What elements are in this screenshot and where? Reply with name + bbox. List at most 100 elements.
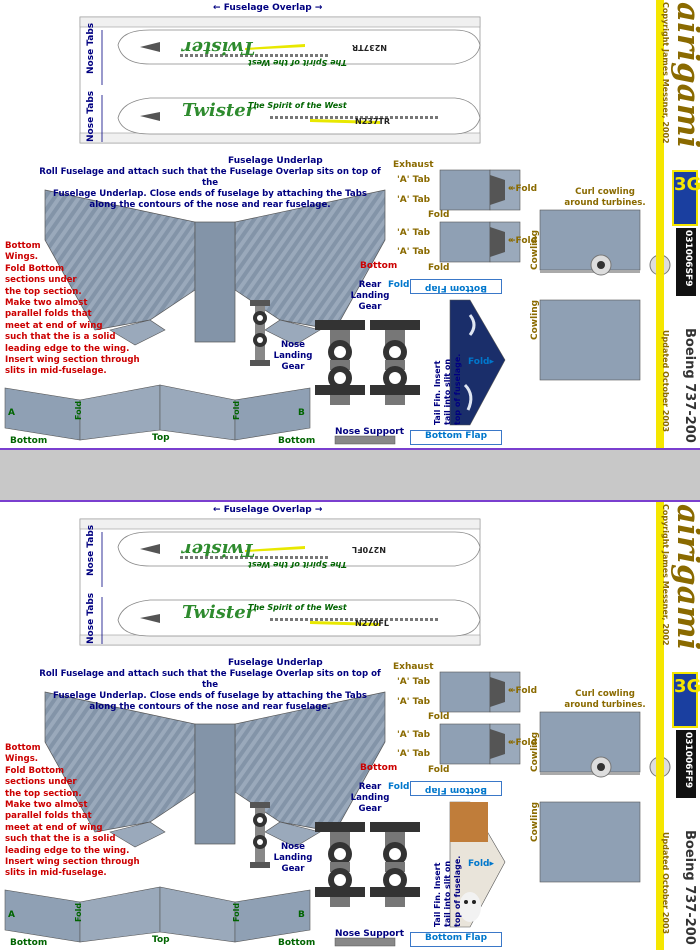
slogan: The Spirit of the West [248, 101, 347, 110]
badge-3g: 3G [672, 170, 700, 226]
a-tab-1: 'A' Tab [397, 677, 431, 687]
label-a: A [8, 408, 15, 418]
fuselage-panel [79, 518, 481, 646]
label-b: B [298, 910, 305, 920]
nose-gear-label: Nose Landing Gear [273, 340, 313, 372]
sidebar-yellow-bar [656, 502, 664, 950]
fold-arrow-2: ↞Fold [508, 236, 538, 246]
updated-text: Updated October 2003 [661, 330, 670, 433]
titles: Twister [182, 100, 256, 121]
rear-gear-label: Rear Landing Gear [350, 782, 390, 814]
code-box [676, 228, 696, 296]
fold-1: Fold [428, 712, 450, 722]
fuselage-overlap-label: ← Fuselage Overlap → [213, 505, 323, 515]
slogan: The Spirit of the West [248, 603, 347, 612]
brand-logo: airigami [670, 504, 700, 651]
fold-flap: Fold [388, 782, 410, 792]
fold-tail: Fold▸ [468, 859, 495, 869]
registration-upside-down: N270FL [352, 545, 386, 554]
bottom-wing-strip [4, 886, 311, 943]
fold-arrow-1: ↞Fold [508, 686, 538, 696]
a-tab-3: 'A' Tab [397, 730, 431, 740]
bottom-flap-bottom: Bottom Flap [410, 932, 502, 947]
fuselage-overlap-label: ← Fuselage Overlap → [213, 3, 323, 13]
window-row-top [180, 556, 330, 559]
bottom-label-left: Bottom [10, 436, 48, 446]
titles-upside-down: Twister [182, 37, 256, 58]
fold-arrow-2: ↞Fold [508, 738, 538, 748]
copyright-text: Copyright James Messner, 2002 [661, 2, 670, 144]
bottom-label-right: Bottom [278, 938, 316, 948]
tail-fin [449, 299, 506, 426]
brand-logo: airigami [670, 2, 700, 149]
fold-arrow-1: ↞Fold [508, 184, 538, 194]
titles: Twister [182, 602, 256, 623]
badge-3g: 3G [672, 672, 700, 728]
fuselage-panel [79, 16, 481, 144]
code-text: 031006SF9 [683, 230, 693, 287]
registration: N270FL [355, 619, 389, 628]
rear-landing-gear [315, 320, 420, 405]
a-tab-1: 'A' Tab [397, 175, 431, 185]
top-label: Top [152, 433, 170, 443]
template-sheet-1: ← Fuselage Overlap → Nose Tabs Nose Tabs… [0, 0, 700, 448]
a-tab-3: 'A' Tab [397, 228, 431, 238]
slogan-upside-down: The Spirit of the West [248, 58, 347, 67]
fuselage-instructions: Roll Fuselage and attach such that the F… [39, 669, 381, 712]
main-wing [44, 691, 386, 848]
exhaust-label: Exhaust [393, 160, 434, 170]
window-row-bottom [270, 116, 440, 119]
code-box [676, 730, 696, 798]
engine-parts [439, 169, 671, 381]
window-row-top [180, 54, 330, 57]
nose-support-part [334, 435, 396, 445]
slogan-upside-down: The Spirit of the West [248, 560, 347, 569]
fold-flap: Fold [388, 280, 410, 290]
fuselage-instructions: Roll Fuselage and attach such that the F… [39, 167, 381, 210]
cowling-label-2: Cowling [530, 801, 540, 842]
bottom-label-wing: Bottom [360, 261, 398, 271]
tail-instruction: Tail Fin. Insert tail into slit on top o… [433, 855, 462, 927]
bottom-label-wing: Bottom [360, 763, 398, 773]
registration-upside-down: N237TR [352, 43, 388, 52]
engine-parts [439, 671, 671, 883]
bottom-wing-strip [4, 384, 311, 441]
updated-text: Updated October 2003 [661, 832, 670, 935]
a-tab-4: 'A' Tab [397, 247, 431, 257]
bottom-label-right: Bottom [278, 436, 316, 446]
nose-tabs-bottom: Nose Tabs [86, 90, 96, 142]
bottom-flap-top: Bottom Flap [410, 781, 502, 796]
a-tab-4: 'A' Tab [397, 749, 431, 759]
fold-tail: Fold▸ [468, 357, 495, 367]
fold-2: Fold [428, 765, 450, 775]
nose-gear-label: Nose Landing Gear [273, 842, 313, 874]
nose-tabs-bottom: Nose Tabs [86, 592, 96, 644]
wing-instructions: Bottom Wings. Fold Bottom sections under… [5, 743, 140, 879]
a-tab-2: 'A' Tab [397, 195, 431, 205]
bottom-label-left: Bottom [10, 938, 48, 948]
nose-tabs-top: Nose Tabs [86, 22, 96, 74]
nose-support-label: Nose Support [335, 929, 405, 939]
code-text: 031006FF9 [683, 732, 693, 789]
sheet-artwork [4, 16, 671, 445]
tail-instruction: Tail Fin. Insert tail into slit on top o… [433, 353, 462, 425]
underlap-title: Fuselage Underlap [228, 658, 323, 668]
model-name: Boeing 737-200 [682, 830, 697, 945]
nose-support-part [334, 937, 396, 947]
curl-cowling-label: Curl cowling around turbines. [564, 187, 646, 208]
copyright-text: Copyright James Messner, 2002 [661, 504, 670, 646]
fold-left: Fold [74, 902, 83, 922]
bottom-flap-bottom: Bottom Flap [410, 430, 502, 445]
bottom-flap-top: Bottom Flap [410, 279, 502, 294]
exhaust-label: Exhaust [393, 662, 434, 672]
titles-upside-down: Twister [182, 539, 256, 560]
cowling-label-2: Cowling [530, 299, 540, 340]
nose-landing-gear [250, 300, 270, 366]
template-sheet-2: ← Fuselage Overlap → Nose Tabs Nose Tabs… [0, 502, 700, 950]
sheet-divider [0, 448, 700, 502]
nose-landing-gear [250, 802, 270, 868]
wing-instructions: Bottom Wings. Fold Bottom sections under… [5, 241, 140, 377]
fold-right: Fold [232, 400, 241, 420]
registration: N237TR [355, 117, 391, 126]
window-row-bottom [270, 618, 440, 621]
